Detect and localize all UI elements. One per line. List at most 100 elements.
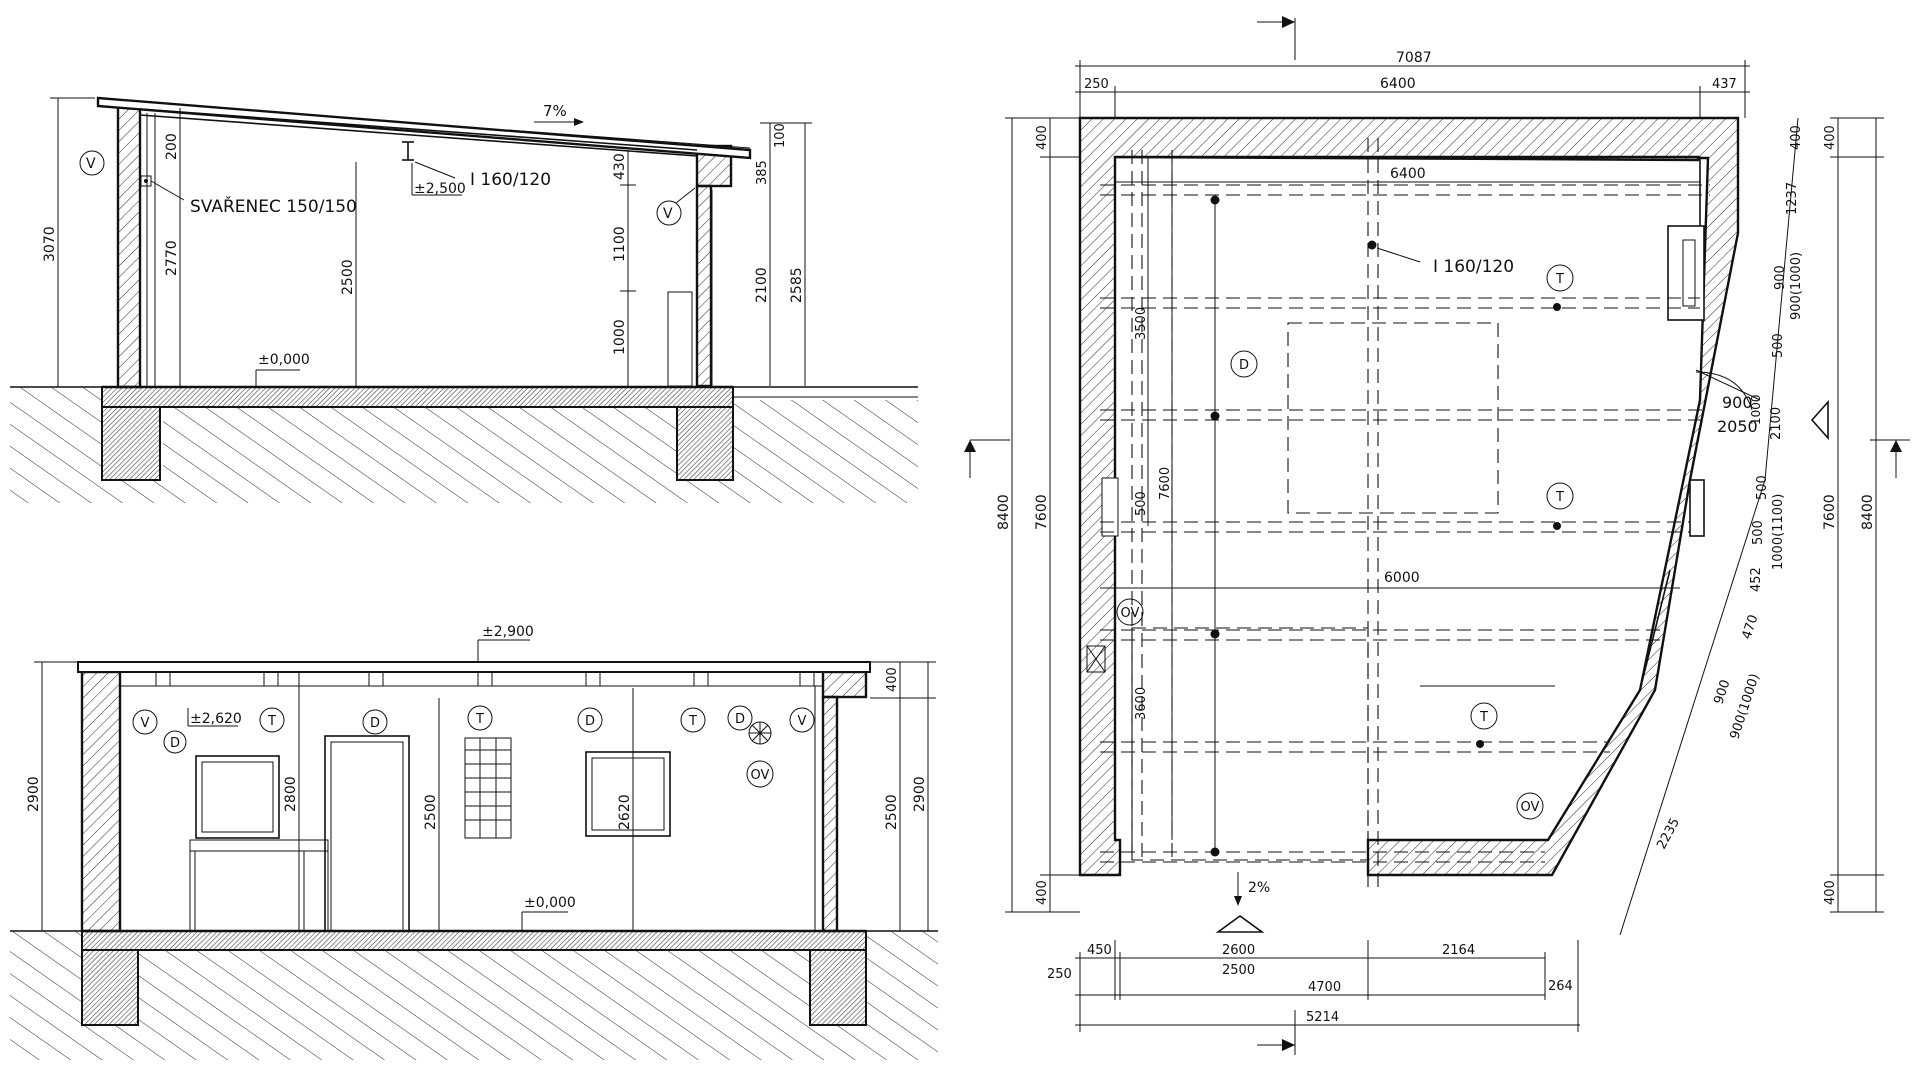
- mark-circle: [1546, 264, 1574, 292]
- dim-right-1000b: 1000(1100): [1771, 494, 1786, 570]
- mark-circle: [1230, 350, 1258, 378]
- mark-v2: V: [663, 206, 673, 222]
- mark-circle: [1546, 482, 1574, 510]
- mark-label: D: [585, 714, 595, 729]
- mark-v1: V: [86, 156, 96, 172]
- dim-cross-2500b: 2500: [884, 794, 900, 830]
- dim-right-900d: 900(1000): [1728, 672, 1763, 741]
- dim-right-inner: 7600: [1822, 494, 1838, 530]
- dim-2100: 2100: [754, 267, 770, 303]
- label-level-top: ±2,500: [414, 181, 466, 197]
- label-cross-level-floor: ±0,000: [524, 895, 576, 911]
- dim-right-top: 400: [1823, 125, 1838, 150]
- dim-right-2235: 2235: [1654, 816, 1683, 852]
- dim-left-3600: 3600: [1134, 687, 1149, 720]
- dim-bottom-250: 250: [1047, 967, 1072, 982]
- label-plan-beam: I 160/120: [1433, 257, 1514, 277]
- dim-top-mid: 6400: [1380, 76, 1416, 92]
- dim-cross-400: 400: [885, 667, 900, 692]
- dim-bottom-264: 264: [1548, 979, 1573, 994]
- dim-left-3500: 3500: [1134, 307, 1149, 340]
- label-level-floor: ±0,000: [258, 352, 310, 368]
- dim-2585: 2585: [789, 267, 805, 303]
- dim-right-1000: 1000: [1749, 394, 1763, 425]
- dim-bottom-2164: 2164: [1442, 943, 1475, 958]
- dim-3070: 3070: [42, 226, 58, 262]
- dim-cross-right: 2900: [912, 776, 928, 812]
- mark-circle: [1516, 792, 1544, 820]
- mark-label: T: [1555, 490, 1564, 505]
- dim-bottom-5214: 5214: [1306, 1010, 1339, 1025]
- mark-label: T: [475, 712, 484, 727]
- dim-right-500b: 500: [1755, 475, 1770, 500]
- mark-label: V: [141, 716, 150, 731]
- dim-2770: 2770: [164, 240, 180, 276]
- dim-left-top: 400: [1035, 125, 1050, 150]
- dim-right-bottom: 400: [1823, 880, 1838, 905]
- dim-2500: 2500: [340, 259, 356, 295]
- label-slope: 7%: [543, 102, 567, 120]
- dim-cross-left: 2900: [26, 776, 42, 812]
- dim-left-7600: 7600: [1158, 467, 1173, 500]
- label-cross-level-top: ±2,900: [482, 624, 534, 640]
- section-longitudinal: I 160/120 ±2,500 SVAŘENEC 150/150 7% ±0,…: [10, 96, 918, 503]
- mark-circle: [132, 709, 158, 735]
- dim-right-outer: 8400: [1860, 494, 1876, 530]
- mark-circle: [163, 730, 187, 754]
- label-plan-slope: 2%: [1248, 880, 1270, 896]
- mark-circle: [789, 707, 815, 733]
- mark-label: OV: [1521, 800, 1540, 815]
- mark-label: T: [267, 714, 276, 729]
- label-cross-level-beam: ±2,620: [190, 711, 242, 727]
- dim-right-500a: 500: [1771, 333, 1786, 358]
- dim-1000: 1000: [612, 319, 628, 355]
- dim-top-overall: 7087: [1396, 50, 1432, 66]
- mark-circle: [467, 705, 493, 731]
- glass-block-window: [464, 737, 512, 839]
- dim-385: 385: [755, 160, 770, 185]
- label-weld: SVAŘENEC 150/150: [190, 195, 357, 217]
- mark-circle: [362, 709, 388, 735]
- dim-bottom-2600: 2600: [1222, 943, 1255, 958]
- dim-door-w: 900: [1722, 393, 1753, 412]
- dim-bottom-4700: 4700: [1308, 980, 1341, 995]
- dim-top-right: 437: [1712, 77, 1737, 92]
- dim-right-452: 452: [1749, 567, 1764, 592]
- dim-1100: 1100: [612, 226, 628, 262]
- mark-circle: [1470, 702, 1498, 730]
- dim-cross-2800: 2800: [283, 776, 299, 812]
- mark-circle: [746, 760, 774, 788]
- mark-circle: [680, 707, 706, 733]
- mark-label: T: [688, 714, 697, 729]
- dim-right-1237: 1237: [1785, 182, 1800, 215]
- dim-inner-6000: 6000: [1384, 570, 1420, 586]
- mark-circle: [577, 707, 603, 733]
- dim-left-bottom: 400: [1035, 880, 1050, 905]
- mark-label: V: [798, 714, 807, 729]
- mark-label: D: [170, 736, 180, 751]
- mark-label: OV: [1121, 606, 1140, 621]
- mark-label: T: [1555, 272, 1564, 287]
- dim-right-900b: 900(1000): [1789, 252, 1804, 320]
- dim-bottom-450: 450: [1087, 943, 1112, 958]
- dim-200: 200: [164, 133, 180, 160]
- dim-left-500: 500: [1134, 491, 1149, 516]
- dim-cross-2620: 2620: [617, 794, 633, 830]
- dim-bottom-2500: 2500: [1222, 963, 1255, 978]
- dim-cross-2500a: 2500: [423, 794, 439, 830]
- dim-left-outer: 8400: [996, 494, 1012, 530]
- dim-right-500c: 500: [1751, 520, 1766, 545]
- mark-label: OV: [751, 768, 770, 783]
- dim-right-900a: 900: [1773, 265, 1788, 290]
- mark-circle: [259, 707, 285, 733]
- mark-label: T: [1479, 710, 1488, 725]
- dim-right-470: 470: [1740, 613, 1762, 641]
- mark-circle: [727, 705, 753, 731]
- mark-label: D: [1239, 358, 1249, 373]
- dim-right-900c: 900: [1712, 678, 1734, 706]
- dim-right-2100: 2100: [1769, 407, 1784, 440]
- mark-label: D: [370, 716, 380, 731]
- label-beam: I 160/120: [470, 170, 551, 190]
